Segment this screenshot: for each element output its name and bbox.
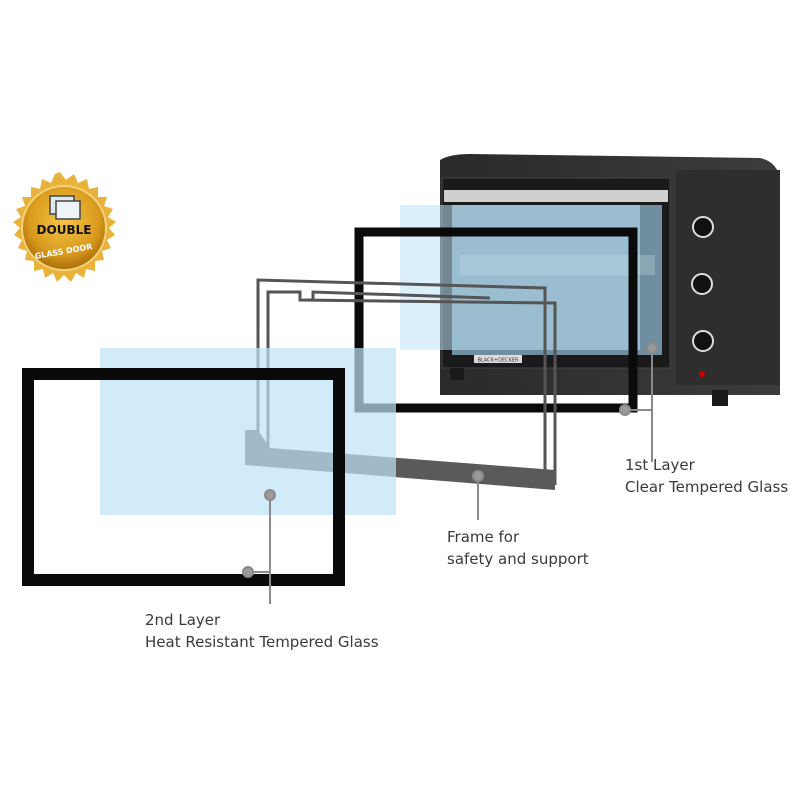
temperature-knob xyxy=(692,216,714,238)
second-layer-frame xyxy=(22,368,345,586)
brand-plate xyxy=(474,355,522,363)
double-glass-door-badge: DOUBLE GLASS DOOR xyxy=(13,172,116,282)
first-layer-glass xyxy=(400,205,640,350)
oven-brand: BLACK+DECKER xyxy=(477,358,519,364)
second-layer-label: 2nd Layer Heat Resistant Tempered Glass xyxy=(145,609,379,653)
badge-line1: DOUBLE xyxy=(37,223,92,237)
first-layer-frame xyxy=(354,227,638,413)
frame-title: Frame for xyxy=(447,528,520,546)
second-layer-title: 2nd Layer xyxy=(145,611,221,629)
first-layer-title: 1st Layer xyxy=(625,456,695,474)
second-layer-subtitle: Heat Resistant Tempered Glass xyxy=(145,633,379,651)
function-knob xyxy=(691,273,713,295)
callout-lines xyxy=(242,342,658,604)
power-light xyxy=(699,371,705,377)
frame-label: Frame for safety and support xyxy=(447,526,589,570)
first-layer-subtitle: Clear Tempered Glass xyxy=(625,478,789,496)
first-layer-label: 1st Layer Clear Tempered Glass xyxy=(625,454,788,498)
frame-subtitle: safety and support xyxy=(447,550,589,568)
timer-knob xyxy=(692,330,714,352)
